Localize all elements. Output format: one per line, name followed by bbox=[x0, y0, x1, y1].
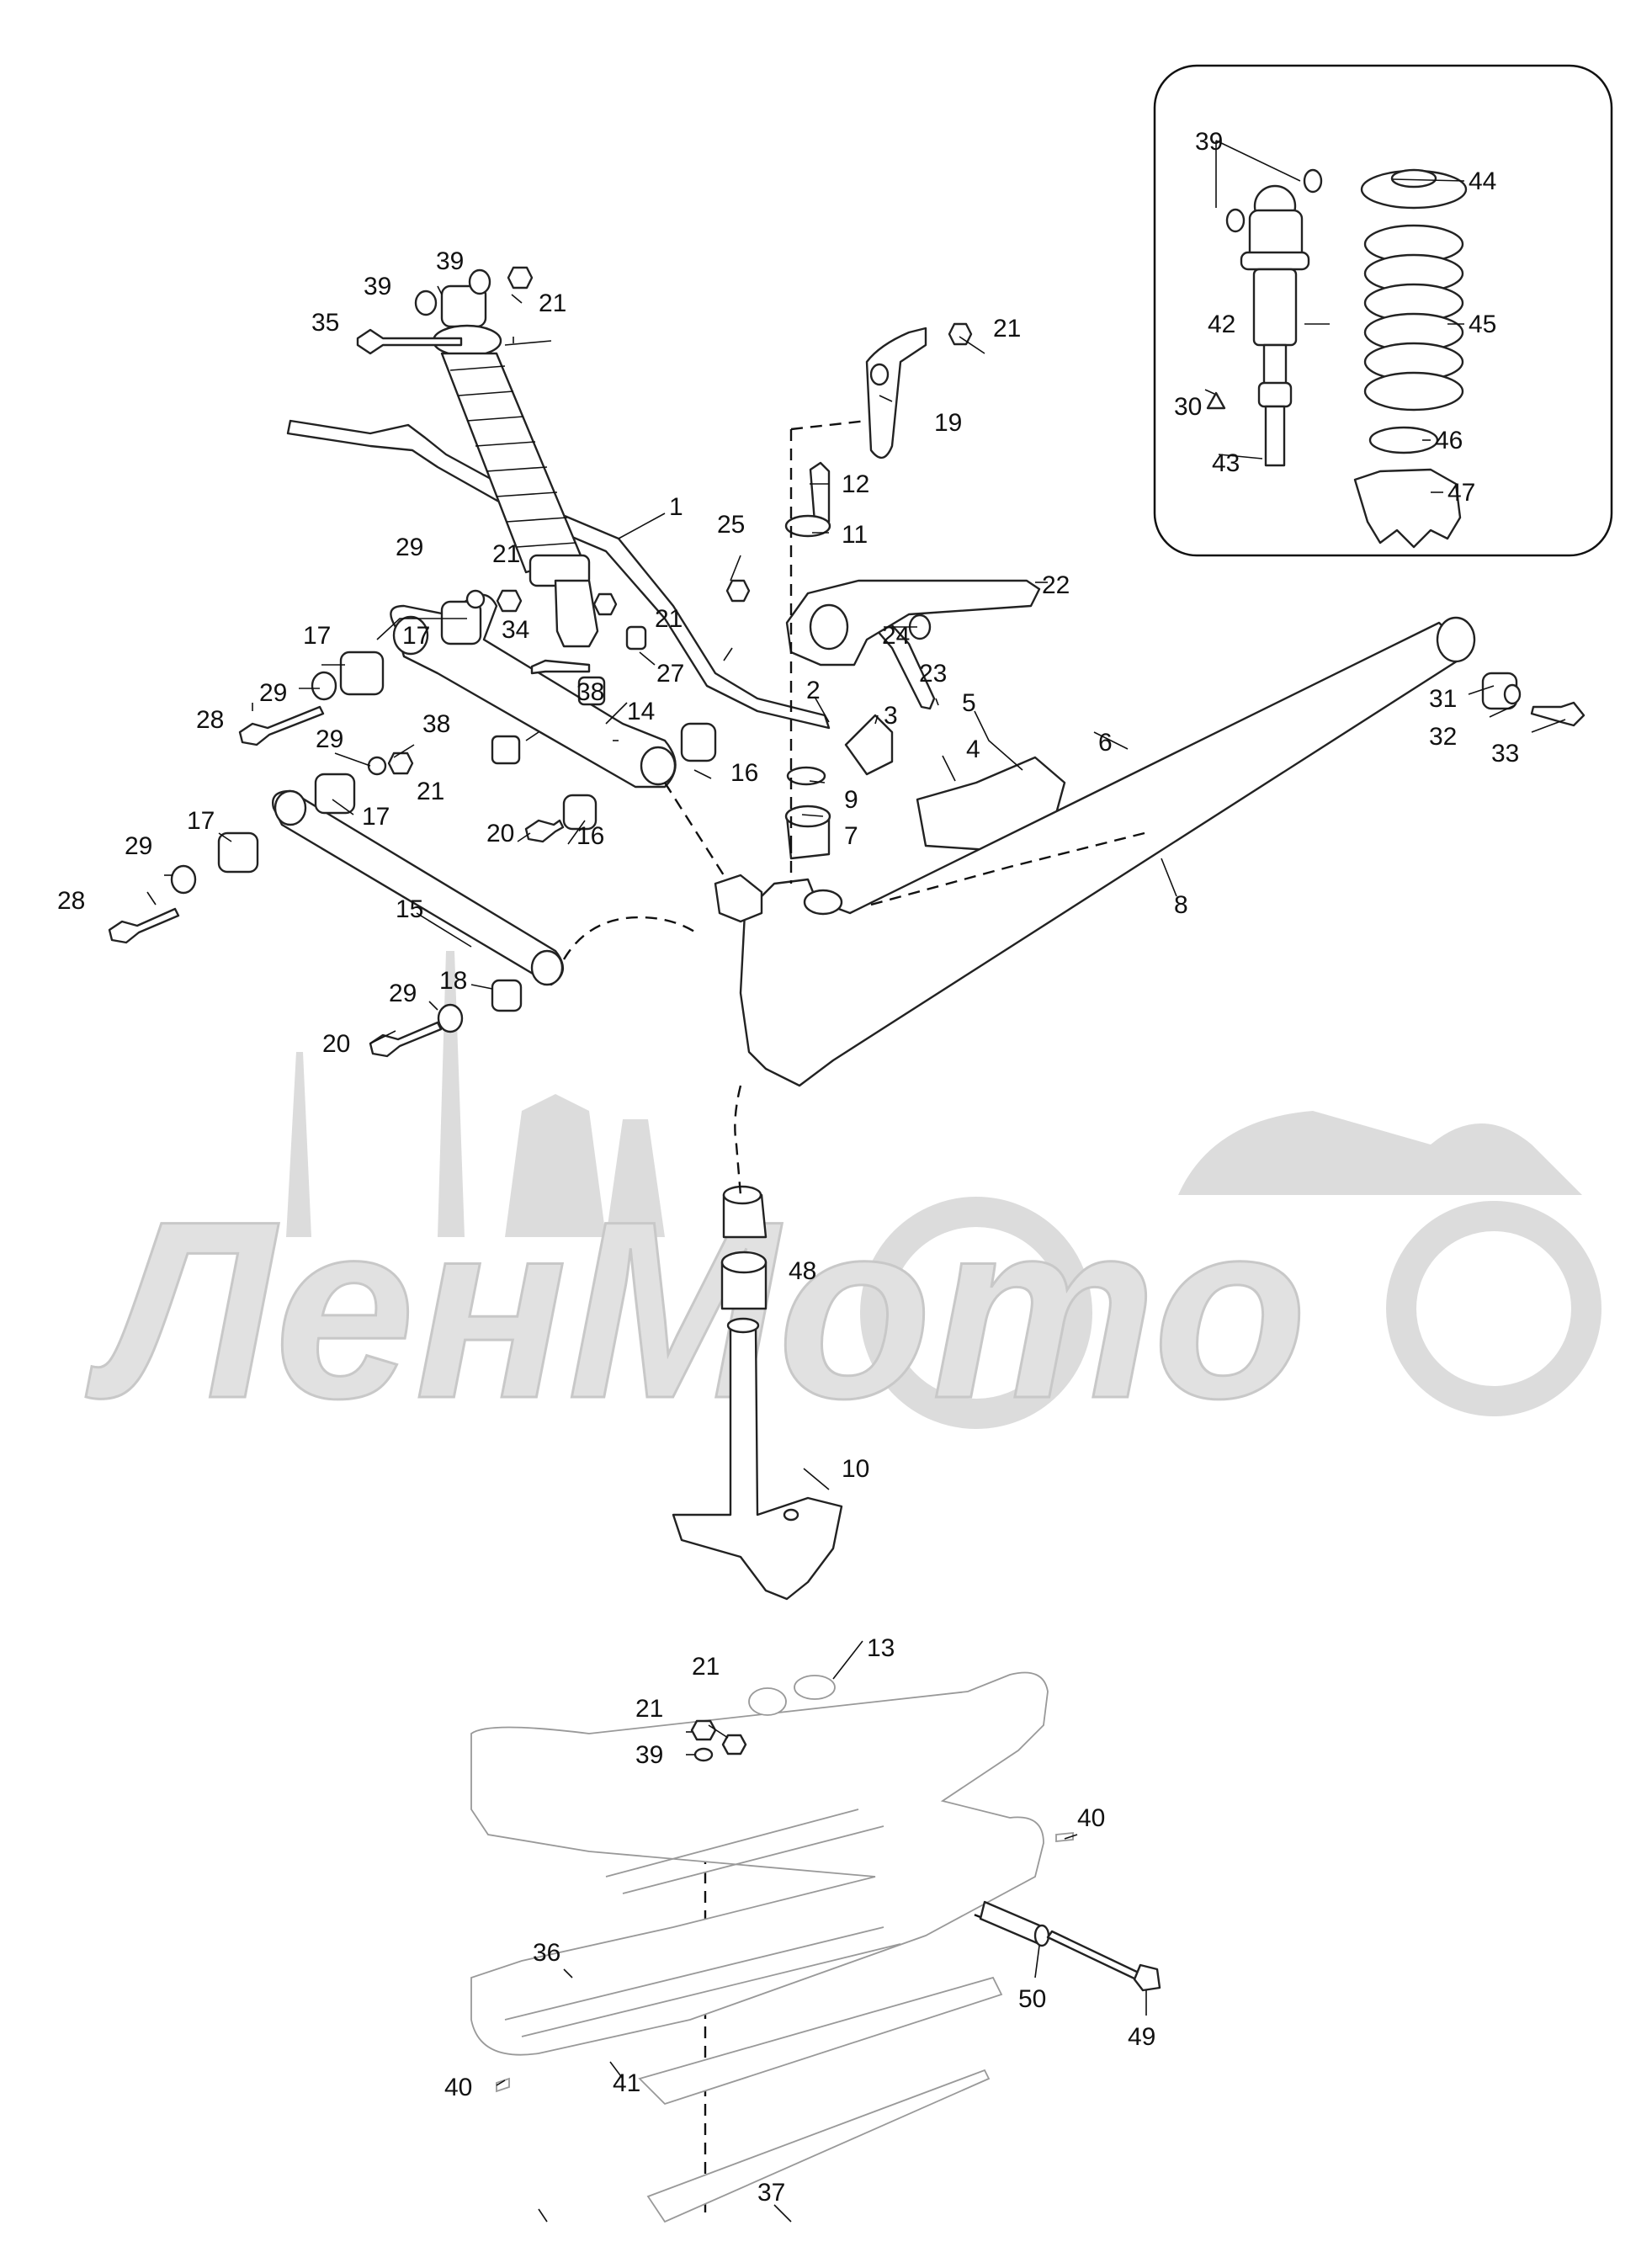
label-part-21c: 21 bbox=[492, 540, 520, 568]
label-part-35: 35 bbox=[311, 309, 339, 337]
assembly-line-shaft bbox=[789, 419, 868, 884]
label-part-5: 5 bbox=[962, 689, 976, 717]
label-part-32: 32 bbox=[1429, 723, 1457, 751]
label-part-24: 24 bbox=[882, 622, 910, 650]
label-part-22: 22 bbox=[1042, 571, 1070, 599]
label-part-9: 9 bbox=[844, 786, 858, 814]
label-part-7: 7 bbox=[844, 822, 858, 850]
leader-lines bbox=[146, 140, 1566, 2223]
label-part-46: 46 bbox=[1435, 427, 1463, 454]
label-part-11: 11 bbox=[842, 521, 868, 549]
label-part-10: 10 bbox=[842, 1455, 869, 1483]
label-part-34: 34 bbox=[502, 616, 529, 644]
inset-shock-absorber bbox=[1206, 168, 1468, 549]
label-part-33: 33 bbox=[1491, 740, 1519, 768]
label-part-37: 37 bbox=[757, 2179, 785, 2207]
label-part-29e: 29 bbox=[389, 980, 417, 1007]
label-part-21d: 21 bbox=[655, 605, 683, 633]
label-part-17d: 17 bbox=[362, 803, 390, 831]
label-part-28b: 28 bbox=[57, 887, 85, 915]
part-labels: 1 2 3 4 5 6 7 8 9 10 11 12 13 14 15 16 1… bbox=[57, 128, 1519, 2207]
watermark: ЛенМото bbox=[84, 951, 1601, 1453]
label-part-21g: 21 bbox=[635, 1695, 663, 1723]
steering-arm bbox=[865, 327, 927, 459]
label-part-50: 50 bbox=[1018, 1985, 1046, 2013]
label-part-17b: 17 bbox=[303, 622, 331, 650]
label-part-15: 15 bbox=[396, 895, 423, 923]
label-part-2: 2 bbox=[806, 677, 821, 704]
label-part-43: 43 bbox=[1212, 449, 1240, 477]
label-part-39b: 39 bbox=[364, 273, 391, 300]
assembly-line-grease bbox=[870, 831, 1145, 906]
label-part-38b: 38 bbox=[422, 710, 450, 738]
label-part-30: 30 bbox=[1174, 393, 1202, 421]
label-part-18: 18 bbox=[439, 967, 467, 995]
label-part-8: 8 bbox=[1174, 891, 1188, 919]
watermark-text: ЛенМото bbox=[85, 1168, 1307, 1451]
assembly-line-arm bbox=[663, 782, 725, 876]
label-part-29: 29 bbox=[396, 534, 423, 561]
label-part-31: 31 bbox=[1429, 685, 1457, 713]
front-shock-assembly bbox=[432, 284, 599, 648]
watermark-wheel-right bbox=[1386, 1201, 1601, 1416]
lower-link bbox=[272, 789, 564, 986]
label-part-3: 3 bbox=[884, 702, 898, 730]
label-part-29b: 29 bbox=[259, 679, 287, 707]
label-part-44: 44 bbox=[1469, 167, 1496, 195]
label-part-12: 12 bbox=[842, 470, 869, 498]
label-part-29d: 29 bbox=[125, 832, 152, 860]
label-part-20b: 20 bbox=[322, 1030, 350, 1058]
label-part-4: 4 bbox=[966, 736, 980, 763]
assembly-line-spindle bbox=[734, 1085, 742, 1196]
label-part-28: 28 bbox=[196, 706, 224, 734]
suspension-frame bbox=[739, 621, 1466, 1087]
watermark-wheel-left bbox=[860, 1197, 1092, 1429]
label-part-38: 38 bbox=[576, 678, 604, 706]
label-part-27: 27 bbox=[656, 660, 684, 688]
label-part-49: 49 bbox=[1128, 2023, 1155, 2051]
label-part-39c: 39 bbox=[1195, 128, 1223, 156]
label-part-21b: 21 bbox=[993, 315, 1021, 343]
label-part-39: 39 bbox=[436, 247, 464, 275]
steering-clamp bbox=[785, 579, 1041, 667]
label-part-40: 40 bbox=[1077, 1804, 1105, 1832]
assembly-line-link bbox=[562, 916, 699, 960]
label-part-20: 20 bbox=[486, 820, 514, 847]
label-part-17c: 17 bbox=[187, 807, 215, 835]
ski bbox=[470, 1671, 1049, 2056]
watermark-cathedral-silhouette bbox=[286, 951, 665, 1237]
ski-assembly bbox=[470, 1671, 1161, 2223]
label-part-45: 45 bbox=[1469, 311, 1496, 338]
label-part-40b: 40 bbox=[444, 2074, 472, 2101]
upper-a-arm bbox=[390, 593, 677, 789]
ski-spindle bbox=[672, 1324, 843, 1601]
label-part-16b: 16 bbox=[576, 822, 604, 850]
label-part-19: 19 bbox=[934, 409, 962, 437]
label-part-21f: 21 bbox=[692, 1653, 720, 1681]
label-part-21: 21 bbox=[539, 289, 566, 317]
label-part-17: 17 bbox=[402, 622, 430, 650]
label-part-13: 13 bbox=[867, 1634, 895, 1662]
label-part-16: 16 bbox=[730, 759, 758, 787]
label-part-29c: 29 bbox=[316, 725, 343, 753]
label-part-48: 48 bbox=[789, 1257, 816, 1285]
label-part-21e: 21 bbox=[417, 778, 444, 805]
watermark-motorcycle-silhouette bbox=[1178, 1111, 1582, 1195]
label-part-6: 6 bbox=[1098, 729, 1113, 757]
label-part-25: 25 bbox=[717, 511, 745, 539]
label-part-41: 41 bbox=[613, 2069, 640, 2097]
ski-keel bbox=[646, 2069, 991, 2223]
label-part-1: 1 bbox=[669, 493, 683, 521]
label-part-36: 36 bbox=[533, 1939, 560, 1967]
label-part-42: 42 bbox=[1208, 311, 1235, 338]
label-part-14: 14 bbox=[627, 698, 655, 725]
ski-runner bbox=[638, 1976, 1003, 2106]
sway-bar bbox=[286, 419, 831, 730]
label-part-23: 23 bbox=[919, 660, 947, 688]
main-assembly bbox=[108, 266, 1586, 2218]
label-part-39d: 39 bbox=[635, 1741, 663, 1769]
inset-spring bbox=[1363, 224, 1464, 412]
label-part-47: 47 bbox=[1447, 479, 1475, 507]
